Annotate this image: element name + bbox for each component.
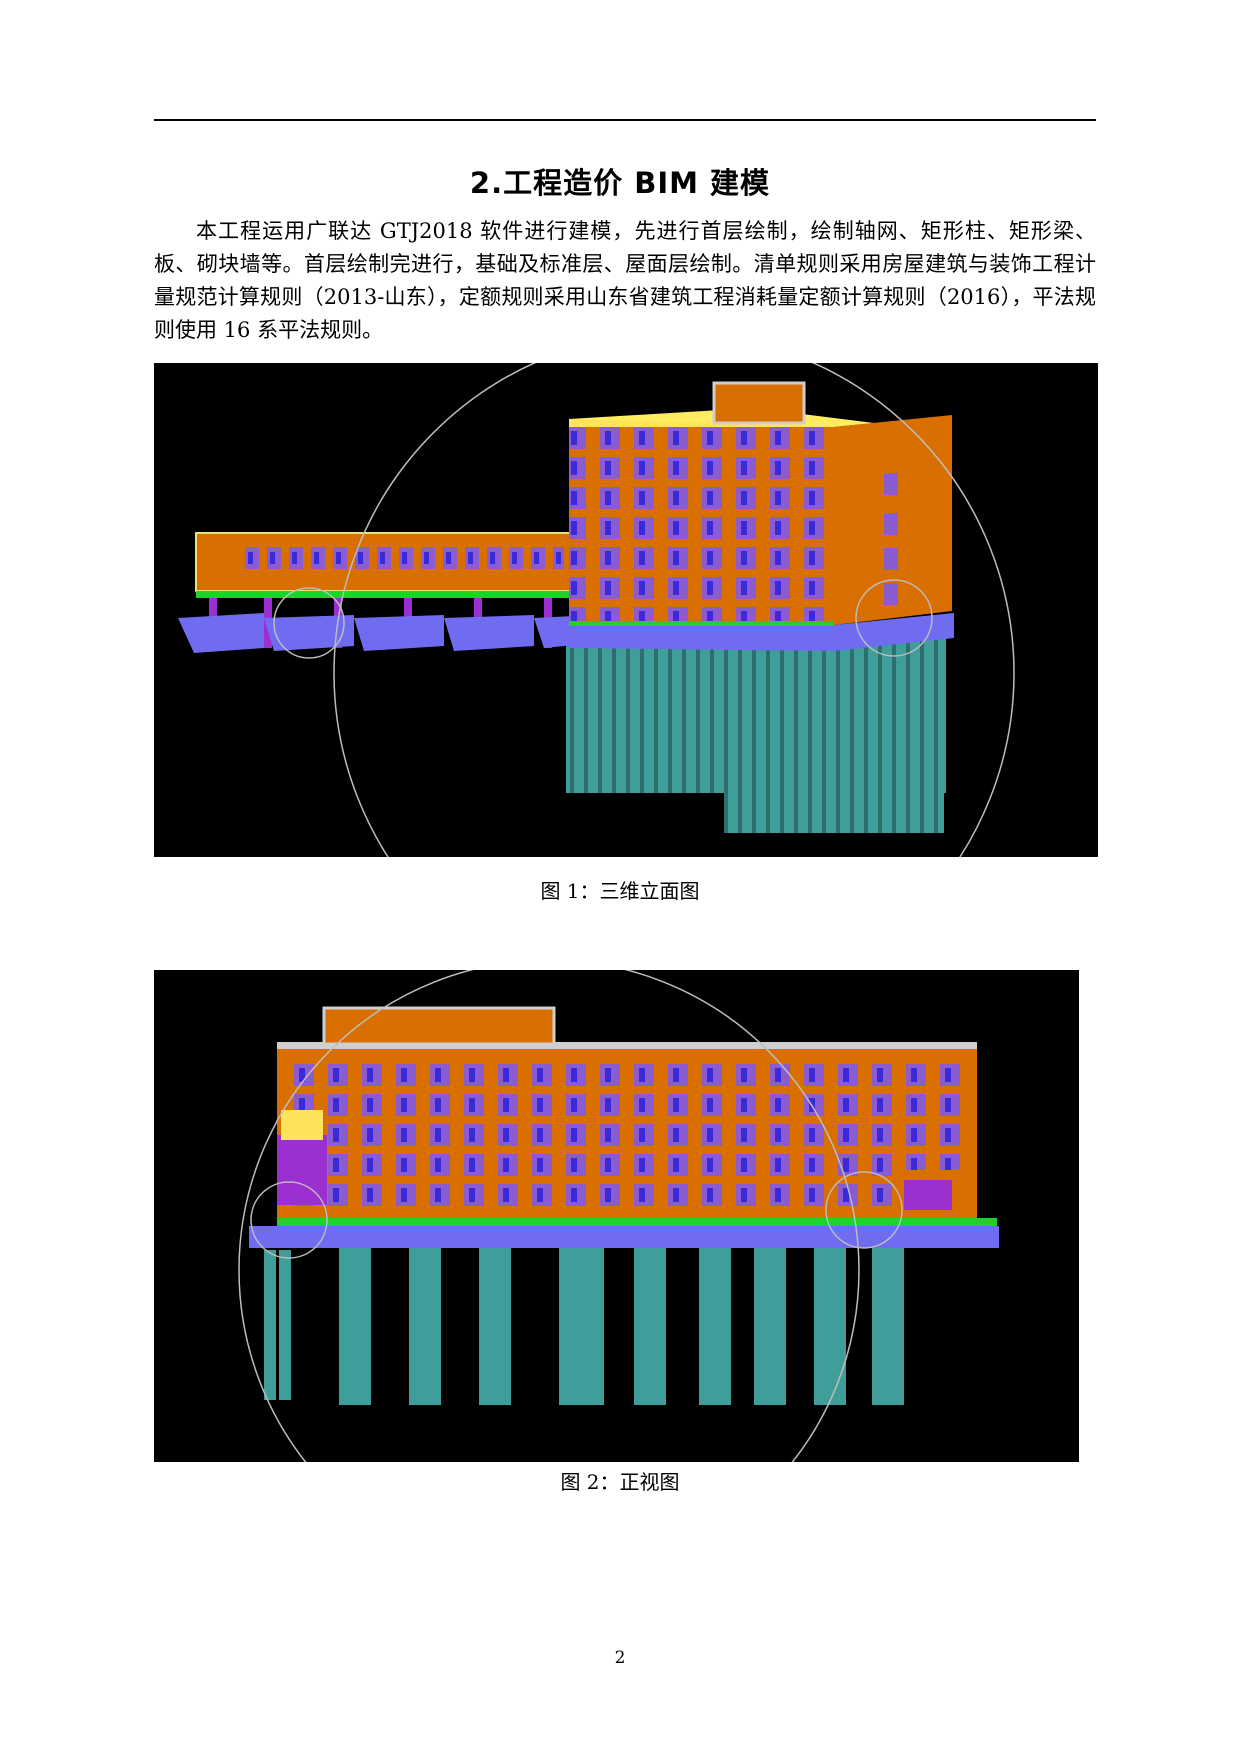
section-heading: 2.工程造价 BIM 建模 [469, 166, 771, 200]
page-number: 2 [614, 1648, 626, 1668]
figure-1-caption: 图 1：三维立面图 [540, 879, 700, 903]
section-paragraph: 本工程运用广联达 GTJ2018 软件进行建模，先进行首层绘制，绘制轴网、矩形柱… [154, 219, 1096, 342]
figure-2-caption: 图 2：正视图 [560, 1470, 680, 1494]
header-rule [154, 119, 1096, 121]
figure-3d-elevation [154, 363, 1098, 857]
figure-3d-elevation-render [178, 363, 1015, 857]
figure-front-view-render [238, 970, 999, 1462]
figure-front-view [154, 970, 1079, 1462]
